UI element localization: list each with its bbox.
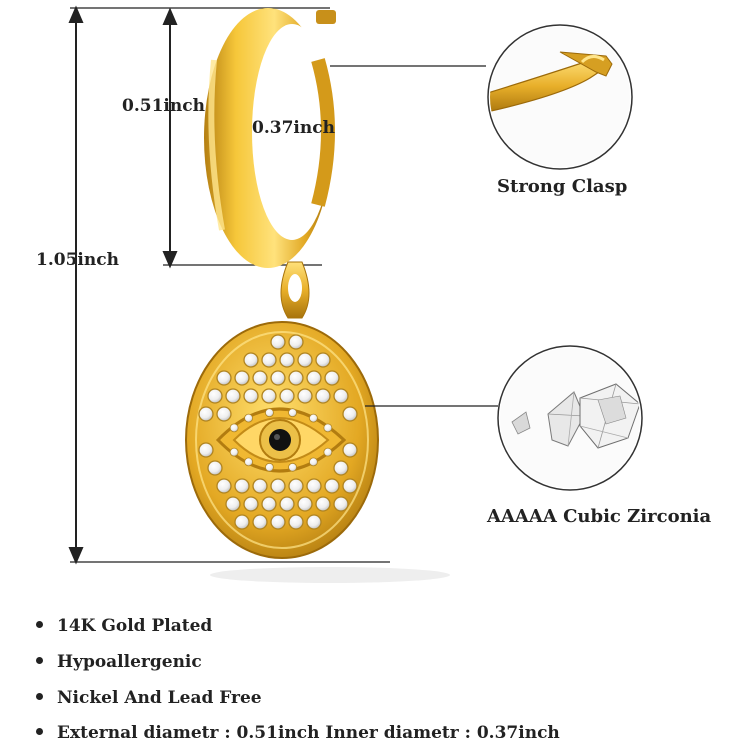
cz-stone [234, 514, 250, 530]
cz-stone [252, 514, 268, 530]
bail [280, 261, 310, 319]
cz-stone [324, 478, 340, 494]
feature-item: 14K Gold Plated [36, 616, 212, 636]
cz-stone [306, 370, 322, 386]
hoop [204, 8, 336, 268]
cz-stone [261, 352, 277, 368]
cz-stone [279, 352, 295, 368]
bullet-icon [36, 693, 43, 700]
cz-stone [324, 370, 340, 386]
cz-stone [270, 370, 286, 386]
bullet-icon [36, 728, 43, 735]
cz-stone [225, 388, 241, 404]
cz-stone [315, 388, 331, 404]
cz-stone [270, 478, 286, 494]
cz-stone [244, 413, 253, 423]
clasp-caption: Strong Clasp [497, 176, 628, 197]
cz-stone [244, 457, 253, 467]
cz-stone [216, 478, 232, 494]
cz-stone [279, 496, 295, 512]
external-diameter-label: 0.51inch [122, 96, 205, 116]
bullet-icon [36, 621, 43, 628]
cz-stone [207, 388, 223, 404]
feature-item: External diametr : 0.51inch Inner diamet… [36, 723, 560, 743]
cz-stone [261, 496, 277, 512]
cz-stone [198, 406, 214, 422]
cz-stone [342, 442, 358, 458]
cz-stone [261, 388, 277, 404]
cz-stone [234, 370, 250, 386]
cz-stone [243, 388, 259, 404]
cz-stone [225, 496, 241, 512]
cz-stone [243, 496, 259, 512]
cz-stone [234, 478, 250, 494]
cz-stone [323, 423, 333, 433]
clasp-callout [330, 24, 633, 170]
bullet-icon [36, 657, 43, 664]
stone-caption: AAAAA Cubic Zirconia [487, 506, 712, 527]
cz-stone [288, 462, 297, 472]
cz-stone [306, 514, 322, 530]
cz-stone [333, 388, 349, 404]
cz-stone [306, 478, 322, 494]
cz-stone [297, 388, 313, 404]
inner-diameter-label: 0.37inch [252, 118, 335, 138]
cz-stone [265, 462, 274, 472]
cz-stone [288, 514, 304, 530]
evil-eye-pendant [185, 321, 379, 559]
cz-stone [229, 447, 239, 457]
cz-stone [333, 460, 349, 476]
cz-stone [297, 496, 313, 512]
cz-stone [288, 408, 297, 418]
cz-stone [333, 496, 349, 512]
cz-stone [342, 406, 358, 422]
cz-stone [252, 478, 268, 494]
cz-stone [315, 496, 331, 512]
cz-stone [309, 457, 318, 467]
cz-stone [315, 352, 331, 368]
cz-stone [288, 478, 304, 494]
shadow [210, 567, 450, 583]
total-height-label: 1.05inch [36, 250, 119, 270]
cz-stone [309, 413, 318, 423]
cz-stone [342, 478, 358, 494]
cz-stone [288, 334, 304, 350]
cz-stone [270, 514, 286, 530]
cz-stone [297, 352, 313, 368]
cz-stone [243, 352, 259, 368]
stone-callout [365, 345, 643, 491]
cz-stone [323, 447, 333, 457]
cz-stone [265, 408, 274, 418]
cz-stone [252, 370, 268, 386]
feature-item: Hypoallergenic [36, 652, 202, 672]
cz-stone [216, 370, 232, 386]
cz-stone [288, 370, 304, 386]
cz-stone [207, 460, 223, 476]
cz-stone [270, 334, 286, 350]
cz-stone [229, 423, 239, 433]
cz-stone [198, 442, 214, 458]
cz-stone [279, 388, 295, 404]
cz-stone [216, 406, 232, 422]
feature-item: Nickel And Lead Free [36, 688, 262, 708]
